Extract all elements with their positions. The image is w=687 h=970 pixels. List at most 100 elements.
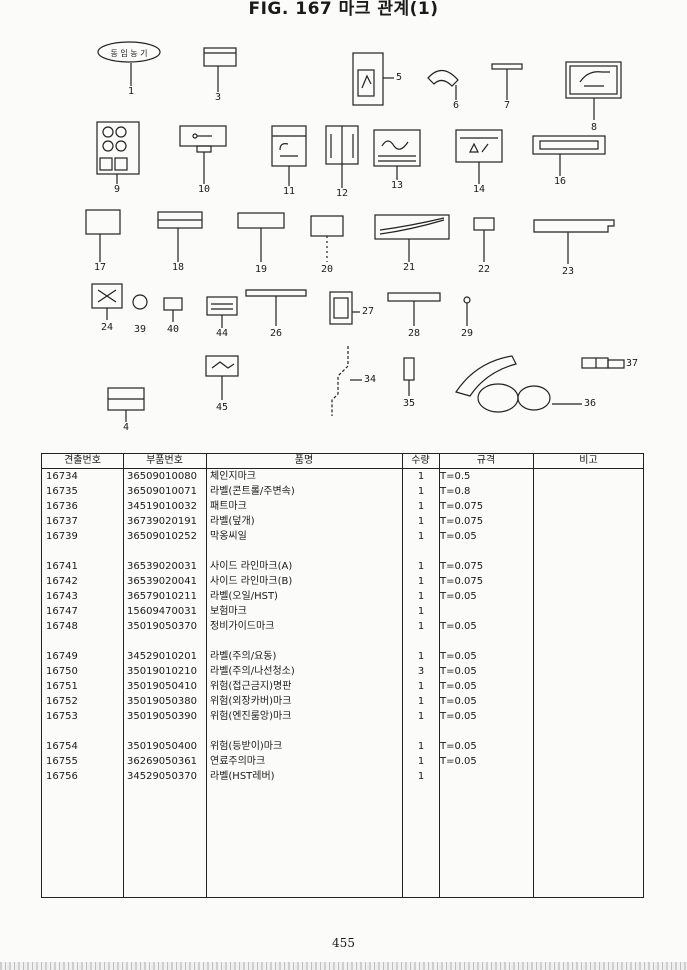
cell-part-name: 라벨(HST레버) xyxy=(210,771,275,782)
table-row: 16735 36509010071 라벨(콘트롤/주변속) 1 T=0.8 xyxy=(42,484,643,499)
decal-34 xyxy=(331,346,362,416)
cell-part-name: 보험마크 xyxy=(210,606,247,617)
cell-part-name: 체인지마크 xyxy=(210,471,256,482)
parts-table: 견출번호 부품번호 품명 수량 규격 비고 16734 36509010080 … xyxy=(41,453,644,898)
callout-26: 26 xyxy=(269,328,283,339)
table-row: 16753 35019050390 위험(엔진룸앙)마크 1 T=0.05 xyxy=(42,709,643,724)
table-row: 16748 35019050370 정비가이드마크 1 T=0.05 xyxy=(42,619,643,634)
decal-13 xyxy=(373,129,421,180)
decal-17 xyxy=(85,209,121,262)
cell-spec: T=0.8 xyxy=(440,486,471,497)
cell-ref-no: 16741 xyxy=(46,561,78,572)
cell-ref-no: 16749 xyxy=(46,651,78,662)
cell-part-no: 35019050390 xyxy=(127,711,197,722)
decal-5 xyxy=(352,52,394,106)
table-row: 16743 36579010211 라벨(오일/HST) 1 T=0.05 xyxy=(42,589,643,604)
decal-3 xyxy=(203,47,237,92)
header-part-name: 품명 xyxy=(294,455,314,466)
cell-ref-no: 16743 xyxy=(46,591,78,602)
cell-ref-no: 16756 xyxy=(46,771,78,782)
cell-qty: 1 xyxy=(417,771,425,782)
decal-29 xyxy=(463,296,471,326)
cell-ref-no: 16748 xyxy=(46,621,78,632)
cell-ref-no: 16735 xyxy=(46,486,78,497)
cell-spec: T=0.05 xyxy=(440,621,477,632)
decal-39 xyxy=(132,294,148,310)
cell-qty: 1 xyxy=(417,741,425,752)
table-row: 16749 34529010201 라벨(주의/요동) 1 T=0.05 xyxy=(42,649,643,664)
cell-spec: T=0.05 xyxy=(440,741,477,752)
table-row: 16742 36539020041 사이드 라인마크(B) 1 T=0.075 xyxy=(42,574,643,589)
callout-5: 5 xyxy=(396,72,403,83)
cell-qty: 1 xyxy=(417,621,425,632)
callout-9: 9 xyxy=(113,184,121,195)
decal-23 xyxy=(533,219,615,264)
table-row: 16741 36539020031 사이드 라인마크(A) 1 T=0.075 xyxy=(42,559,643,574)
cell-spec: T=0.05 xyxy=(440,756,477,767)
table-row: 16754 35019050400 위험(등받이)마크 1 T=0.05 xyxy=(42,739,643,754)
cell-ref-no: 16754 xyxy=(46,741,78,752)
cell-part-name: 위험(등받이)마크 xyxy=(210,741,283,752)
header-spec: 규격 xyxy=(476,455,496,466)
col-divider xyxy=(402,454,403,897)
cell-qty: 1 xyxy=(417,486,425,497)
cell-part-no: 36509010252 xyxy=(127,531,197,542)
cell-ref-no: 16753 xyxy=(46,711,78,722)
decal-7 xyxy=(491,63,523,100)
cell-qty: 1 xyxy=(417,561,425,572)
decal-12 xyxy=(325,125,359,188)
callout-16: 16 xyxy=(553,176,567,187)
cell-part-no: 15609470031 xyxy=(127,606,197,617)
decal-21 xyxy=(374,214,450,262)
table-row: 16752 35019050380 위험(외장카버)마크 1 T=0.05 xyxy=(42,694,643,709)
callout-28: 28 xyxy=(407,328,421,339)
callout-29: 29 xyxy=(460,328,474,339)
cell-part-name: 라벨(오일/HST) xyxy=(210,591,278,602)
decal-26 xyxy=(245,289,307,326)
col-divider xyxy=(123,454,124,897)
cell-spec: T=0.5 xyxy=(440,471,471,482)
cell-spec: T=0.075 xyxy=(440,501,484,512)
cell-part-no: 35019010210 xyxy=(127,666,197,677)
cell-part-no: 35019050370 xyxy=(127,621,197,632)
cell-qty: 1 xyxy=(417,531,425,542)
callout-36: 36 xyxy=(584,398,597,409)
callout-11: 11 xyxy=(282,186,296,197)
cell-ref-no: 16739 xyxy=(46,531,78,542)
cell-ref-no: 16747 xyxy=(46,606,78,617)
figure-title: FIG. 167 마크 관계(1) xyxy=(248,0,439,19)
cell-part-name: 위험(접근금지)명판 xyxy=(210,681,292,692)
cell-spec: T=0.075 xyxy=(440,561,484,572)
decal-45 xyxy=(205,355,239,400)
table-header: 견출번호 부품번호 품명 수량 규격 비고 xyxy=(42,454,643,469)
decal-24 xyxy=(91,283,123,320)
cell-qty: 1 xyxy=(417,756,425,767)
cell-ref-no: 16750 xyxy=(46,666,78,677)
cell-qty: 1 xyxy=(417,516,425,527)
decal-22 xyxy=(473,217,495,262)
cell-qty: 1 xyxy=(417,576,425,587)
cell-part-no: 35019050380 xyxy=(127,696,197,707)
col-divider xyxy=(533,454,534,897)
cell-part-name: 연료주의마크 xyxy=(210,756,266,767)
cell-part-name: 막옹씨일 xyxy=(210,531,247,542)
callout-13: 13 xyxy=(390,180,404,191)
cell-ref-no: 16736 xyxy=(46,501,78,512)
cell-spec: T=0.05 xyxy=(440,531,477,542)
callout-19: 19 xyxy=(254,264,268,275)
table-row: 16739 36509010252 막옹씨일 1 T=0.05 xyxy=(42,529,643,544)
header-remarks: 비고 xyxy=(579,455,598,466)
cell-spec: T=0.05 xyxy=(440,696,477,707)
cell-part-no: 36509010080 xyxy=(127,471,197,482)
cell-ref-no: 16751 xyxy=(46,681,78,692)
callout-12: 12 xyxy=(335,188,349,199)
cell-ref-no: 16737 xyxy=(46,516,78,527)
callout-45: 45 xyxy=(215,402,229,413)
decal-28 xyxy=(387,292,441,326)
cell-part-no: 36739020191 xyxy=(127,516,197,527)
callout-8: 8 xyxy=(590,122,598,133)
decal-11 xyxy=(271,125,307,186)
callout-37: 37 xyxy=(626,358,639,369)
cell-ref-no: 16734 xyxy=(46,471,78,482)
cell-qty: 1 xyxy=(417,711,425,722)
